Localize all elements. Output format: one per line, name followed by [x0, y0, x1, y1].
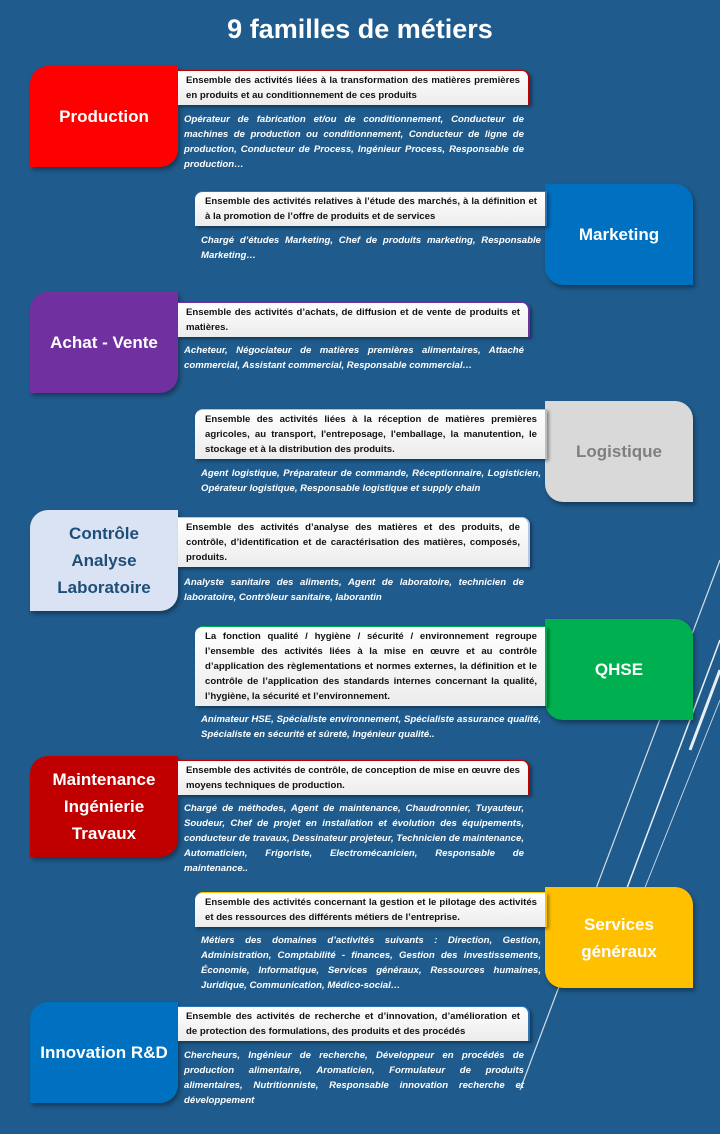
family-label-innovation-r-d: Innovation R&D: [30, 1002, 178, 1103]
family-label-controle-analyse-laboratoire: Contrôle Analyse Laboratoire: [30, 510, 178, 611]
family-jobs-controle-analyse-laboratoire: Analyste sanitaire des aliments, Agent d…: [184, 577, 524, 603]
family-jobs-qhse: Animateur HSE, Spécialiste environnement…: [201, 714, 541, 740]
family-label-production: Production: [30, 66, 178, 167]
family-label-services-generaux: Services généraux: [545, 887, 693, 988]
family-label-maintenance-ingenierie-travaux: Maintenance Ingénierie Travaux: [30, 756, 178, 857]
family-description-services-generaux: Ensemble des activités concernant la ges…: [195, 892, 547, 927]
family-jobs-production: Opérateur de fabrication et/ou de condit…: [184, 114, 524, 170]
family-jobs-logistique: Agent logistique, Préparateur de command…: [201, 468, 541, 494]
family-jobs-marketing: Chargé d’études Marketing, Chef de produ…: [201, 235, 541, 261]
family-description-maintenance-ingenierie-travaux: Ensemble des activités de contrôle, de c…: [178, 760, 530, 795]
family-jobs-services-generaux: Métiers des domaines d’activités suivant…: [201, 935, 541, 991]
family-description-marketing: Ensemble des activités relatives à l’étu…: [195, 191, 547, 226]
family-label-achat-vente: Achat - Vente: [30, 292, 178, 393]
family-jobs-maintenance-ingenierie-travaux: Chargé de méthodes, Agent de maintenance…: [184, 803, 524, 874]
family-description-controle-analyse-laboratoire: Ensemble des activités d’analyse des mat…: [178, 517, 530, 567]
family-jobs-innovation-r-d: Chercheurs, Ingénieur de recherche, Déve…: [184, 1050, 524, 1106]
family-label-logistique: Logistique: [545, 401, 693, 502]
family-description-innovation-r-d: Ensemble des activités de recherche et d…: [178, 1006, 530, 1041]
family-label-qhse: QHSE: [545, 619, 693, 720]
page-title: 9 familles de métiers: [227, 14, 493, 44]
family-label-marketing: Marketing: [545, 184, 693, 285]
family-description-qhse: La fonction qualité / hygiène / sécurité…: [195, 626, 547, 706]
family-jobs-achat-vente: Acheteur, Négociateur de matières premiè…: [184, 345, 524, 371]
family-description-production: Ensemble des activités liées à la transf…: [178, 70, 530, 105]
family-description-achat-vente: Ensemble des activités d’achats, de diff…: [178, 302, 530, 337]
family-description-logistique: Ensemble des activités liées à la récept…: [195, 409, 547, 459]
